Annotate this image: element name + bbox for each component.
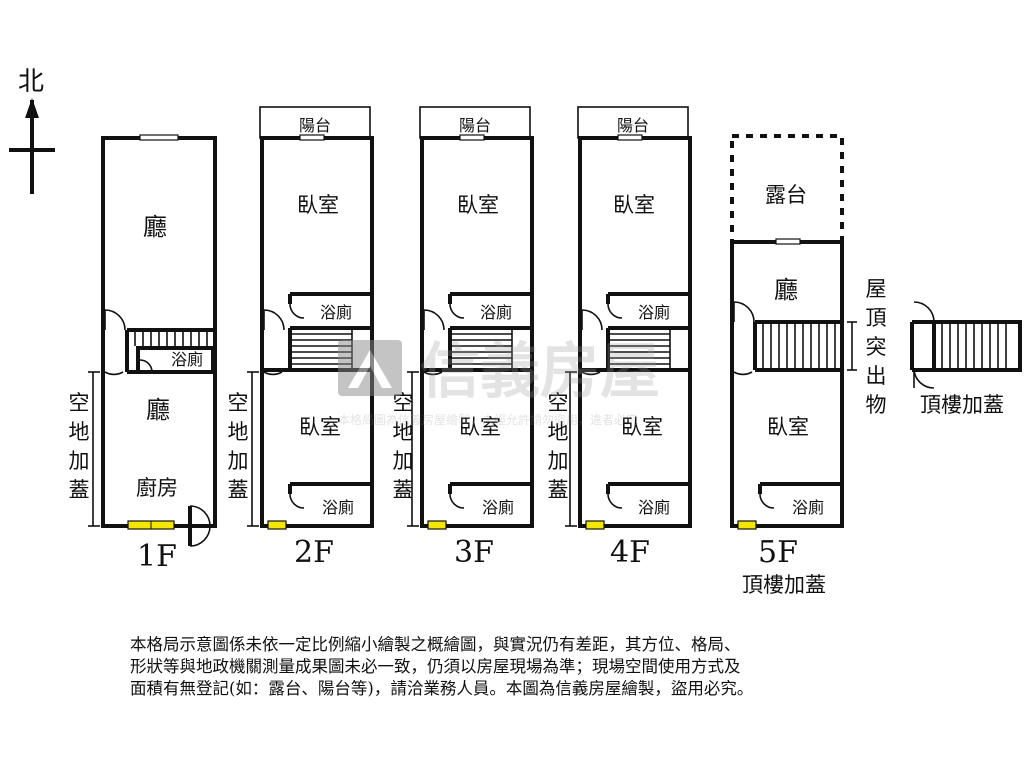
floor-2f-plan: 陽台 臥室 浴廁 臥室 浴廁 空 地 加 蓋 2F [228,106,374,570]
room-label: 臥室 [621,415,663,439]
svg-text:地: 地 [393,420,414,444]
svg-text:蓋: 蓋 [548,478,569,502]
floor-1f-plan: 廳 浴廁 廳 廚房 空 地 加 蓋 1F [69,134,217,574]
disclaimer-line: 本格局示意圖係未依一定比例縮小繪製之概繪圖，與實況仍有差距，其方位、格局、 [130,635,741,654]
svg-text:地: 地 [548,420,569,444]
room-label: 廳 [143,213,167,241]
room-label: 浴廁 [322,498,354,517]
room-label: 廚房 [136,476,178,500]
disclaimer-line: 面積有無登記(如：露台、陽台等)，請洽業務人員。本圖為信義房屋繪製，盜用必究。 [130,679,754,698]
floor-4f-plan: 陽台 臥室 浴廁 臥室 浴廁 空 地 加 蓋 4F [548,106,692,570]
floor-label: 1F [137,539,177,574]
svg-text:加: 加 [228,449,249,473]
room-label: 陽台 [459,116,491,135]
room-label: 廳 [146,396,170,424]
room-label: 廳 [774,276,798,304]
svg-text:物: 物 [866,393,887,417]
rooftop-addition-label: 頂樓加蓋 [742,573,826,597]
room-label: 臥室 [613,193,655,217]
svg-text:地: 地 [228,420,249,444]
room-label: 浴廁 [638,303,670,322]
room-label: 臥室 [459,415,501,439]
room-label: 浴廁 [320,303,352,322]
room-label: 露台 [765,183,807,207]
svg-text:空: 空 [548,391,569,415]
svg-text:突: 突 [866,335,887,359]
room-label: 陽台 [299,116,331,135]
floor-label: 3F [454,535,494,570]
room-label: 浴廁 [482,498,514,517]
floor-label: 5F [758,535,798,570]
roof-protrusion-label: 屋 頂 突 出 物 [866,277,887,417]
svg-text:空: 空 [69,391,90,415]
disclaimer-line: 形狀等與地政機關測量成果圖未必一致，仍須以房屋現場為準；現場空間使用方式及 [130,657,741,676]
svg-text:頂: 頂 [866,306,887,330]
svg-text:空: 空 [228,391,249,415]
disclaimer-text: 本格局示意圖係未依一定比例縮小繪製之概繪圖，與實況仍有差距，其方位、格局、 形狀… [130,634,900,700]
svg-text:蓋: 蓋 [228,478,249,502]
room-label: 陽台 [617,116,649,135]
room-label: 浴廁 [480,303,512,322]
room-label: 臥室 [457,193,499,217]
room-label: 浴廁 [638,498,670,517]
rooftop-addition-label: 頂樓加蓋 [920,393,1004,417]
floor-5f-plan: 露台 廳 臥室 浴廁 屋 頂 突 出 物 5F 頂樓加蓋 [730,134,887,597]
room-label: 臥室 [299,415,341,439]
watermark: 信義房屋 本格局圖為信義房屋繪製，未經允許請勿盜用，違者必究 [338,337,660,427]
svg-text:蓋: 蓋 [69,478,90,502]
svg-text:空: 空 [393,391,414,415]
room-label: 浴廁 [171,350,203,369]
svg-text:地: 地 [69,420,90,444]
room-label: 臥室 [297,193,339,217]
rooftop-stair-plan: 頂樓加蓋 [910,301,1022,417]
floor-3f-plan: 陽台 臥室 浴廁 臥室 浴廁 空 地 加 蓋 3F [393,106,534,570]
watermark-brand: 信義房屋 [420,337,660,407]
svg-text:加: 加 [548,449,569,473]
addition-label: 空 地 加 蓋 [548,391,569,502]
addition-label: 空 地 加 蓋 [69,391,90,502]
addition-label: 空 地 加 蓋 [228,391,249,502]
watermark-notice: 本格局圖為信義房屋繪製，未經允許請勿盜用，違者必究 [338,412,638,427]
svg-text:屋: 屋 [866,277,887,301]
north-label: 北 [18,67,44,97]
addition-label: 空 地 加 蓋 [393,391,414,502]
floor-label: 2F [294,535,334,570]
brand-logo-icon [338,340,402,396]
svg-text:加: 加 [393,449,414,473]
room-label: 臥室 [767,415,809,439]
floor-label: 4F [610,535,650,570]
north-compass: 北 [9,67,55,194]
svg-text:出: 出 [866,364,887,388]
svg-text:蓋: 蓋 [393,478,414,502]
room-label: 浴廁 [792,498,824,517]
svg-text:加: 加 [69,449,90,473]
